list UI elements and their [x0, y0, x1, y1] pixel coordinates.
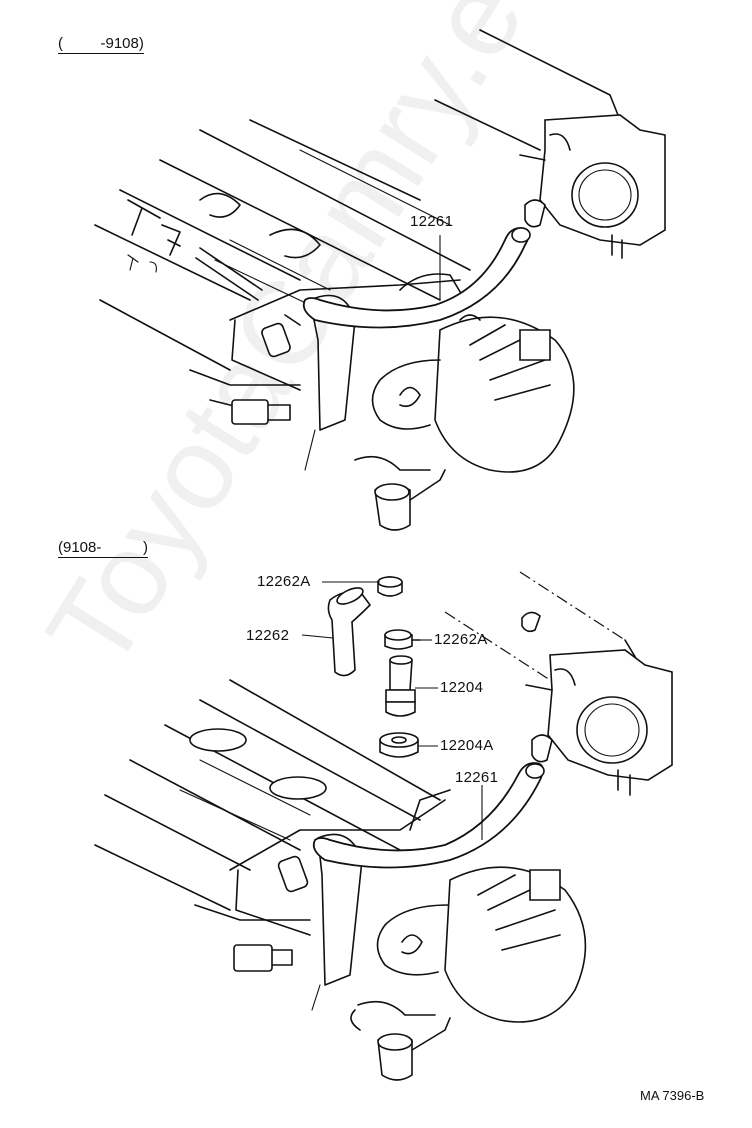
part-label-12262: 12262	[246, 627, 290, 644]
part-label-12261-top: 12261	[410, 213, 454, 230]
section-header-after-9108: (9108- )	[58, 539, 149, 558]
pcv-parts	[327, 576, 421, 758]
section-header-before-9108: ( -9108)	[58, 35, 144, 54]
part-label-12204A: 12204A	[440, 737, 494, 754]
top-engine-drawing	[94, 29, 666, 531]
bottom-engine-drawing	[94, 571, 673, 1081]
drawing-code: MA 7396-B	[640, 1088, 705, 1103]
leader-hose-elbow	[301, 634, 334, 639]
part-label-12204: 12204	[440, 679, 484, 696]
part-label-12262A-upper: 12262A	[257, 573, 311, 590]
part-label-12262A-lower: 12262A	[434, 631, 488, 648]
part-label-12261-bottom: 12261	[455, 769, 499, 786]
